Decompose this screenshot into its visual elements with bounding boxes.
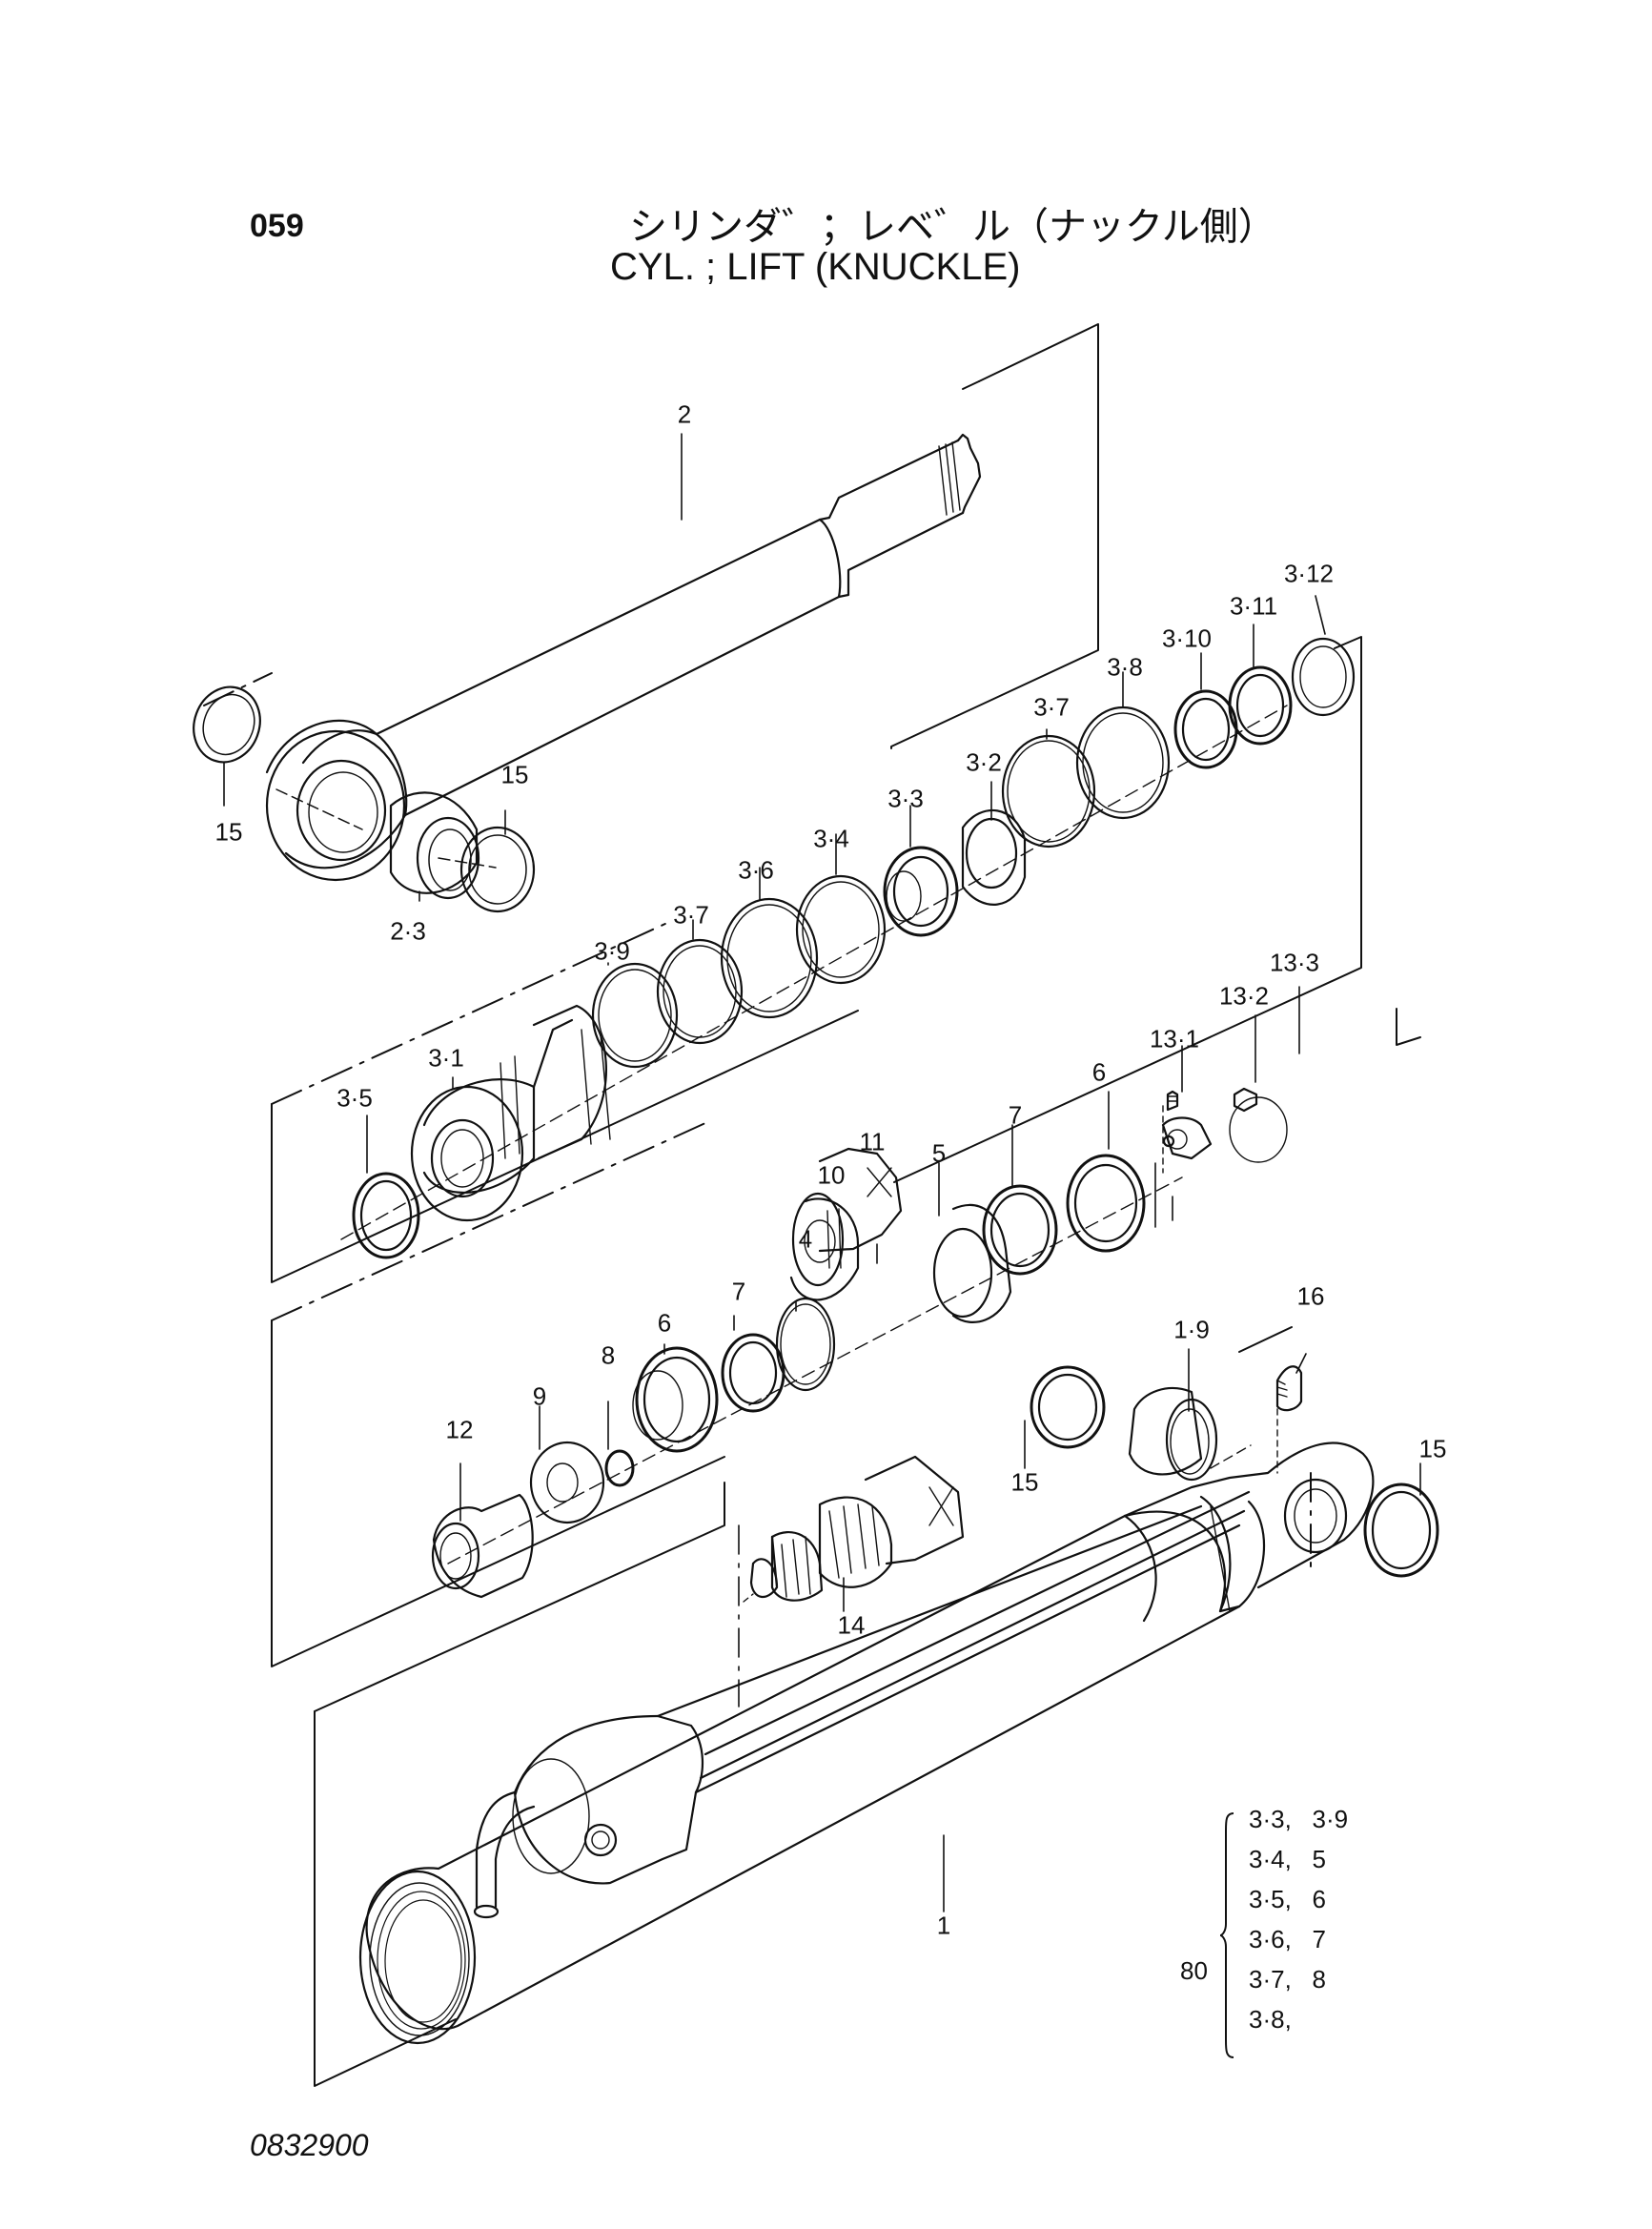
kit-row-4: 3·6, 7 [1249,1925,1326,1953]
kit-row-6: 3·8, [1249,2005,1292,2034]
page-number: 059 [250,208,304,244]
kit-row-2: 3·4, 5 [1249,1845,1326,1873]
callout-3-2: 3·2 [966,747,1002,777]
tube-side-parts [1030,1087,1439,1578]
seal-kit-number: 80 [1180,1956,1208,1985]
callout-3-1: 3·1 [428,1043,464,1073]
callout-3-7-upper: 3·7 [1033,692,1070,722]
callout-15-rod-left: 15 [214,817,243,847]
callout-14: 14 [837,1610,866,1640]
callout-3-9: 3·9 [594,936,630,966]
callout-2: 2 [677,399,692,429]
callout-3-4: 3·4 [813,824,849,853]
callout-6-lower: 6 [657,1308,672,1338]
group-boundaries [203,323,1421,2087]
callout-3-8: 3·8 [1107,652,1143,682]
drawing-number: 0832900 [250,2128,369,2162]
callout-3-3: 3·3 [887,784,924,813]
callout-15-tube-left: 15 [1010,1467,1039,1497]
kit-row-1: 3·3, 3·9 [1249,1805,1349,1833]
callout-6-upper: 6 [1091,1057,1107,1087]
callout-7-upper: 7 [1008,1100,1023,1130]
callout-11: 11 [859,1127,886,1156]
piston-seal-train [340,637,1356,1259]
piston-rod [265,433,982,882]
callout-3-5: 3·5 [337,1083,373,1113]
kit-row-5: 3·7, 8 [1249,1965,1326,1994]
kit-brace [1220,1812,1234,2058]
callout-3-10: 3·10 [1161,624,1213,653]
callout-4: 4 [798,1224,813,1254]
check-valve [743,1455,965,1603]
callout-3-7-lower: 3·7 [673,900,709,930]
callout-16: 16 [1296,1281,1325,1311]
callout-2-3: 2·3 [390,916,426,946]
title-english: CYL. ; LIFT (KNUCKLE) [610,246,1021,288]
callout-8: 8 [601,1340,616,1370]
callout-15-tube-right: 15 [1418,1434,1447,1463]
callout-5: 5 [931,1138,947,1168]
title-japanese: シリンダ゛；レベ゛ル（ナックル側） [629,206,1276,248]
cylinder-tube [358,1442,1375,2045]
callout-7-lower: 7 [731,1277,746,1306]
callout-1-9: 1·9 [1173,1315,1210,1344]
callout-9: 9 [532,1381,547,1411]
callout-3-12: 3·12 [1283,559,1335,588]
kit-row-3: 3·5, 6 [1249,1885,1326,1913]
callout-13-2: 13·2 [1218,981,1270,1011]
callout-13-3: 13·3 [1269,948,1320,977]
callout-3-11: 3·11 [1229,591,1278,621]
cushion-valve-group [431,1090,1183,1599]
callout-12: 12 [445,1415,474,1444]
callout-3-6: 3·6 [738,855,774,885]
callout-10: 10 [817,1160,846,1190]
callout-15-rod-right: 15 [500,760,529,789]
rod-end-parts [193,685,536,913]
callout-1: 1 [936,1911,951,1940]
leader-lines [223,433,1421,1912]
callout-13-1: 13·1 [1149,1024,1200,1053]
